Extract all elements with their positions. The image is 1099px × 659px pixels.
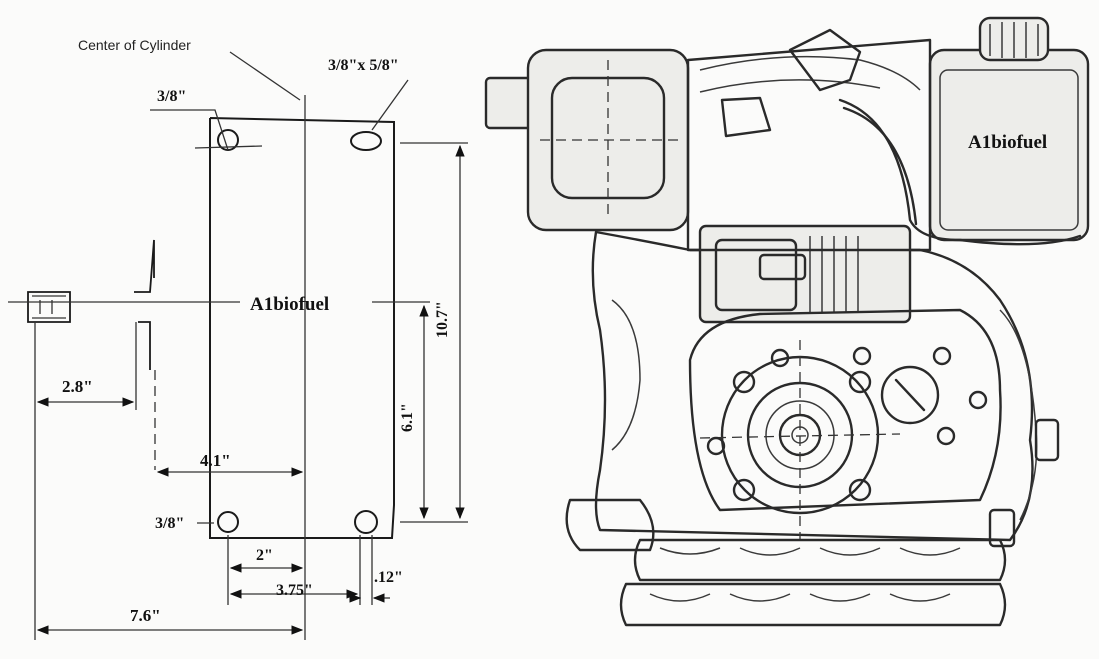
lower-mount-left [565,498,655,552]
oil-sump-upper [633,538,1007,582]
mounting-plate-drawing [27,117,395,539]
top-hole-size-label: 3/8" [157,88,186,105]
shaft-stub [27,291,71,323]
bottom-left-hole [217,511,239,533]
dim-4-1-label: 4.1" [200,451,231,470]
slot-size-label: 3/8"x 5/8" [328,57,399,74]
center-of-cylinder-label: Center of Cylinder [78,37,191,53]
slot-leader [371,79,409,131]
dim-7-6-label: 7.6" [130,606,161,625]
bottom-right-hole [354,510,378,534]
top-hole-leader [150,109,229,151]
bottom-hole-size-label: 3/8" [155,515,184,532]
crankcase [591,230,1034,542]
oil-sump-lower [619,582,1007,627]
dim-2-8-label: 2.8" [62,377,93,396]
governor-linkage [788,28,862,92]
gear-cover [688,308,1002,512]
dim-3-75-label: 3.75" [276,582,313,599]
top-right-slot [350,131,382,151]
oil-fill-plug [880,365,940,425]
watermark-left: A1biofuel [250,294,329,315]
dim-10-7-label: 10.7" [434,301,451,338]
mounting-plate-outline [209,117,395,539]
housing-edge [134,239,155,370]
dim-2-label: 2" [256,547,273,564]
cooling-fins [809,236,859,312]
shaft-stub-detail [32,295,66,319]
cylinder-head [686,38,932,252]
watermark-right: A1biofuel [968,132,1047,153]
center-leader-line [229,51,301,101]
top-hole-crossline [194,145,263,149]
engine-front-view [484,16,1090,627]
dim-6-1-label: 6.1" [399,403,416,432]
dim-12-label: .12" [374,569,403,586]
